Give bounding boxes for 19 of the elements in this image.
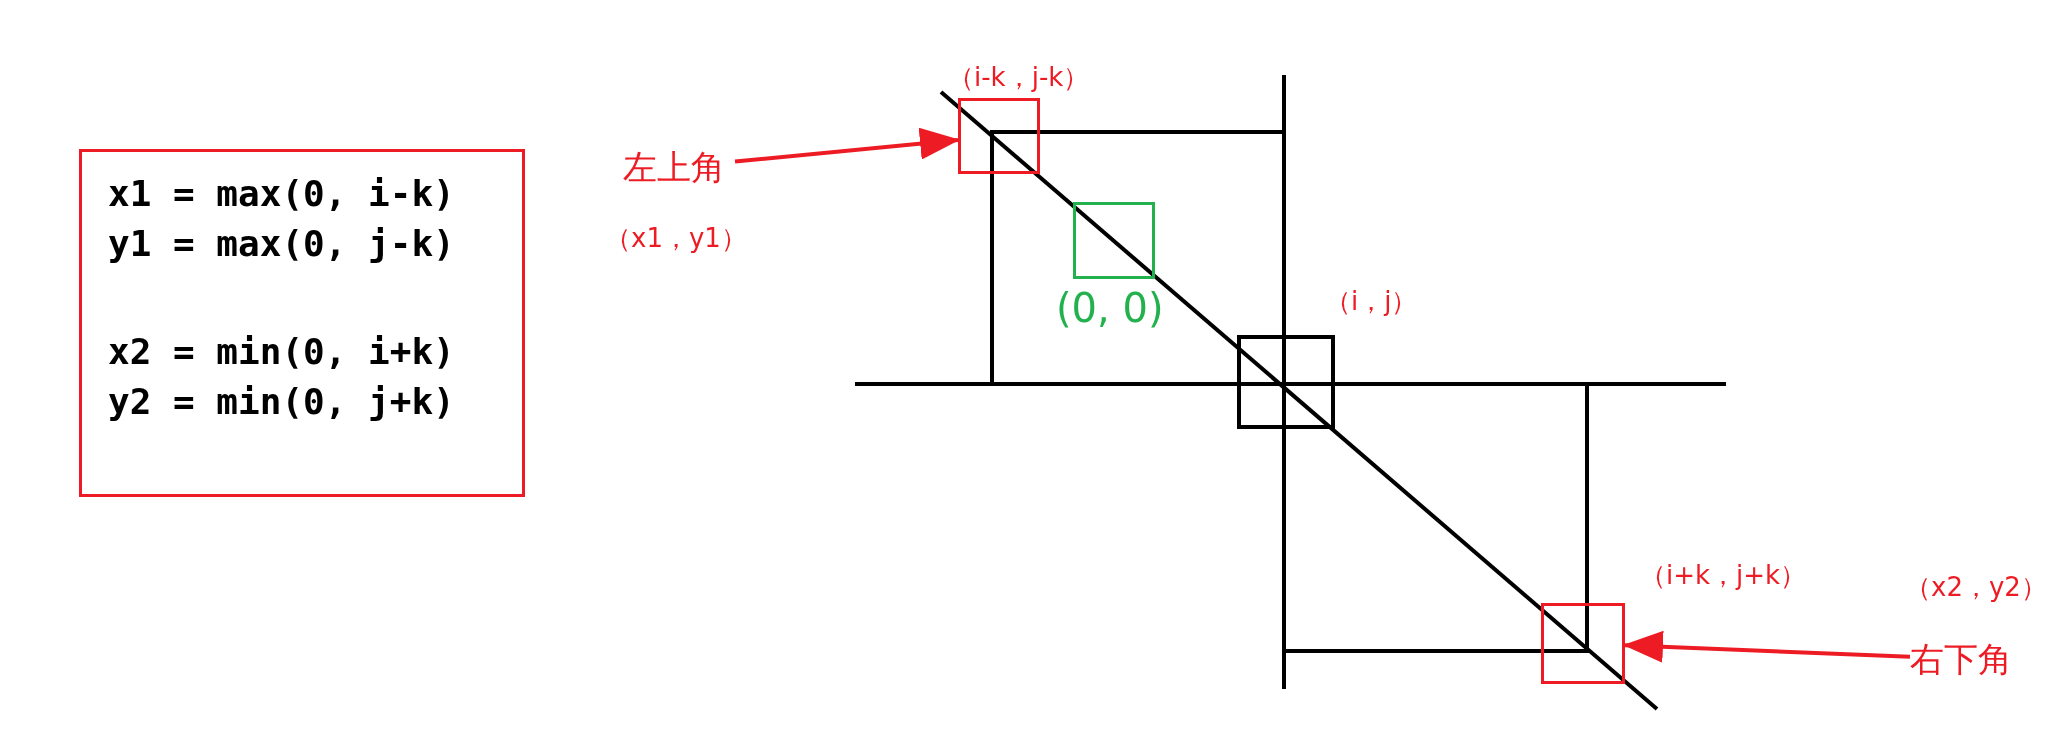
corner-label: 右下角 (1910, 640, 2022, 678)
coordinate-label: （i+k，j+k） (1640, 562, 1807, 588)
center-square (1237, 335, 1335, 429)
formula-text: y2 = min(0, j+k) (108, 384, 455, 420)
arrow (734, 127, 960, 164)
corner-label: 左上角 (623, 148, 735, 186)
coordinate-label: （x2，y2） (1905, 574, 2047, 600)
arrow (1623, 630, 1911, 663)
coordinate-label: （x1，y1） (605, 225, 747, 251)
coordinate-label: （i，j） (1325, 288, 1418, 314)
coordinate-label: (0, 0) (1056, 288, 1164, 328)
formula-text: y1 = max(0, j-k) (108, 226, 455, 262)
origin-square (1073, 202, 1155, 279)
formula-text: x2 = min(0, i+k) (108, 334, 455, 370)
corner-square (958, 98, 1040, 174)
coordinate-label: （i-k，j-k） (948, 64, 1090, 90)
corner-square (1541, 603, 1625, 684)
formula-text: x1 = max(0, i-k) (108, 176, 455, 212)
formula-box (79, 149, 525, 497)
